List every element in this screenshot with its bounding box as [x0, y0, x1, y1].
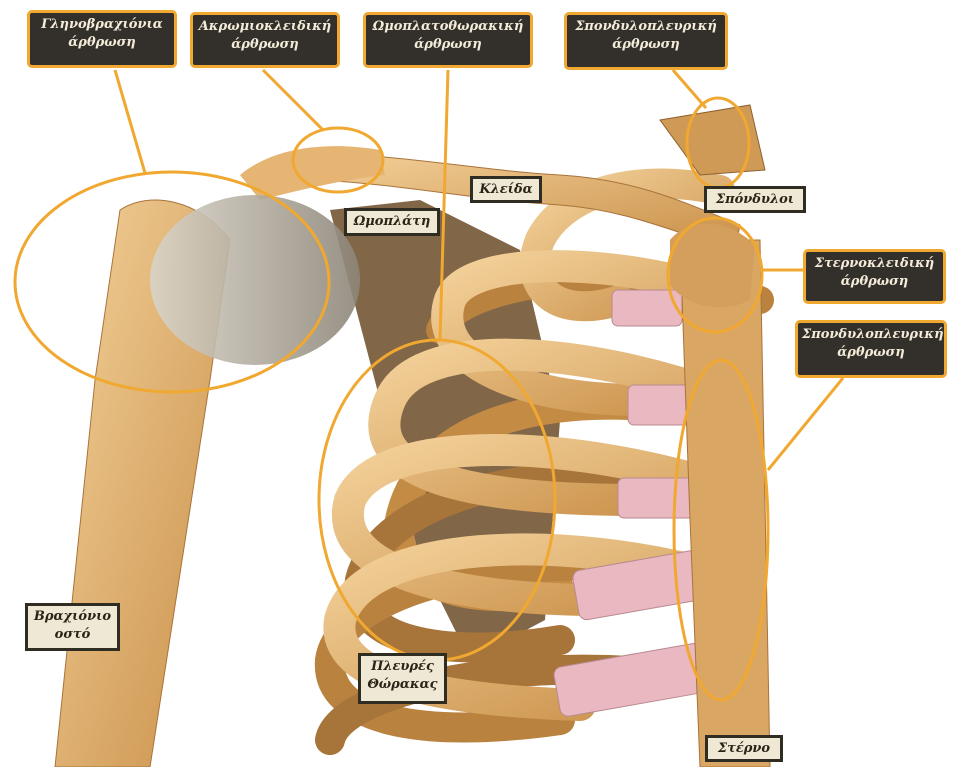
label-glenohumeral-joint: Γληνοβραχιόνια άρθρωση — [27, 10, 177, 68]
label-scapulothoracic-joint: Ωμοπλατοθωρακική άρθρωση — [363, 12, 533, 68]
label-sternum: Στέρνο — [705, 735, 783, 762]
label-costovertebral-joint-top: Σπονδυλοπλευρική άρθρωση — [564, 12, 728, 70]
label-ribs-thorax: Πλευρές Θώρακας — [358, 653, 447, 704]
label-scapula: Ωμοπλάτη — [344, 208, 440, 236]
sternoclavicular-bone — [670, 224, 755, 308]
label-costovertebral-joint-right: Σπονδυλοπλευρική άρθρωση — [795, 320, 947, 378]
label-clavicle: Κλείδα — [470, 176, 542, 203]
label-humerus: Βραχιόνιο οστό — [25, 603, 120, 651]
label-sternoclavicular-joint: Στερνοκλειδική άρθρωση — [803, 249, 946, 304]
label-vertebrae: Σπόνδυλοι — [704, 186, 806, 213]
label-acromioclavicular-joint: Ακρωμιοκλειδική άρθρωση — [190, 12, 340, 68]
